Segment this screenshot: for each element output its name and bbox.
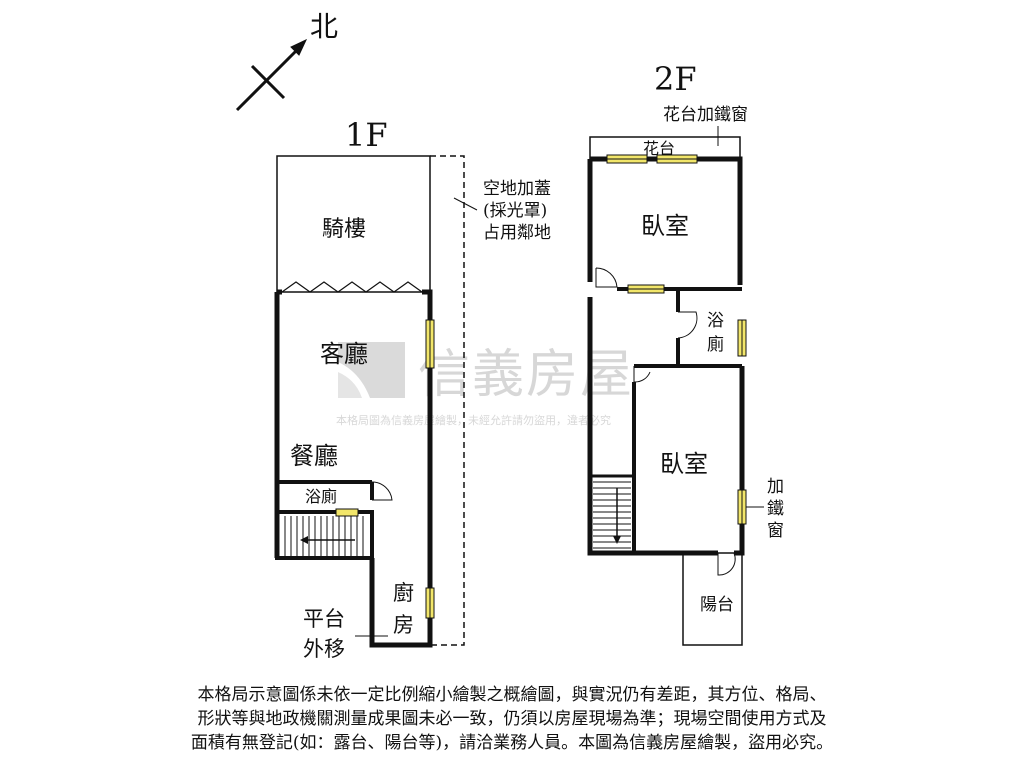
floor2-windows bbox=[606, 154, 747, 525]
vacant-leader bbox=[453, 197, 478, 211]
watermark-notice: 本格局圖為信義房屋繪製，未經允許請勿盜用，違者必究 bbox=[336, 413, 611, 427]
room-bath-2f-2: 廁 bbox=[707, 334, 724, 355]
watermark-brand: 信義房屋 bbox=[418, 345, 634, 405]
floor2-walls bbox=[587, 156, 745, 556]
floor1-windows bbox=[335, 319, 435, 619]
north-arrow bbox=[235, 38, 308, 112]
compass-arrowhead-icon bbox=[290, 38, 308, 56]
disclaimer-line-2: 形狀等與地政機關測量成果圖未必一致，仍須以房屋現場為準；現場空間使用方式及 bbox=[197, 709, 827, 729]
balcony-box bbox=[682, 552, 743, 646]
room-bath-1f: 浴廁 bbox=[305, 487, 337, 506]
disclaimer: 本格局示意圖係未依一定比例縮小繪製之概繪圖，與實況仍有差距，其方位、格局、 形狀… bbox=[0, 683, 1024, 755]
room-bedroom-rear: 臥室 bbox=[660, 450, 708, 478]
floor2-stair-box bbox=[588, 474, 636, 555]
bath-2f-door-swing bbox=[677, 311, 698, 339]
room-dining: 餐廳 bbox=[290, 442, 338, 470]
room-kitchen-2: 房 bbox=[393, 613, 414, 637]
iron-window-annot-1: 加 bbox=[767, 477, 784, 497]
vacant-annot-1: 空地加蓋 bbox=[483, 179, 551, 199]
floor2-partitions bbox=[617, 287, 742, 553]
room-arcade: 騎樓 bbox=[322, 217, 366, 242]
room-kitchen-1: 廚 bbox=[393, 581, 414, 605]
room-living: 客廳 bbox=[320, 340, 368, 368]
room-planter: 花台 bbox=[643, 139, 675, 158]
arcade-area bbox=[276, 155, 431, 293]
room-balcony: 陽台 bbox=[700, 595, 734, 615]
compass-arrow-shaft bbox=[235, 43, 304, 112]
bedroom-rear-door-swing bbox=[633, 366, 651, 383]
floor1-stairs bbox=[284, 516, 364, 556]
disclaimer-line-1: 本格局示意圖係未依一定比例縮小繪製之概繪圖，與實況仍有差距，其方位、格局、 bbox=[197, 685, 827, 705]
floor2-stairs bbox=[593, 481, 631, 549]
room-bedroom-front: 臥室 bbox=[641, 212, 689, 240]
floor2-title: 2F bbox=[654, 60, 697, 98]
compass-label: 北 bbox=[310, 10, 338, 43]
floor1-stair-arrow-icon bbox=[300, 536, 355, 544]
compass-cross bbox=[250, 64, 286, 100]
bedroom-front-door-swing bbox=[595, 267, 618, 288]
disclaimer-line-3: 面積有無登記(如：露台、陽台等)，請洽業務人員。本圖為信義房屋繪製，盜用必究。 bbox=[190, 733, 834, 753]
window-bath-1f bbox=[335, 508, 359, 517]
floor2-stair-arrow-icon bbox=[613, 488, 621, 544]
iron-window-annot-2: 鐵 bbox=[767, 499, 784, 519]
floor1-title: 1F bbox=[345, 116, 388, 154]
floor1-stair-box bbox=[275, 510, 374, 560]
brand-logo-icon bbox=[338, 342, 405, 398]
platform-annot-2: 外移 bbox=[303, 637, 345, 661]
balcony-door-swing bbox=[717, 552, 736, 576]
iron-window-annot-3: 窗 bbox=[767, 521, 784, 541]
planter-window-annot: 花台加鐵窗 bbox=[663, 105, 748, 125]
watermark: 信義房屋 本格局圖為信義房屋繪製，未經允許請勿盜用，違者必究 bbox=[336, 342, 634, 427]
folding-door bbox=[281, 281, 423, 293]
floor1-bath-door-swing bbox=[371, 481, 393, 501]
vacant-annot-2: (採光罩) bbox=[483, 201, 547, 221]
vacant-annot-3: 占用鄰地 bbox=[483, 223, 551, 243]
platform-annot-1: 平台 bbox=[303, 607, 345, 631]
room-bath-2f-1: 浴 bbox=[707, 311, 724, 331]
